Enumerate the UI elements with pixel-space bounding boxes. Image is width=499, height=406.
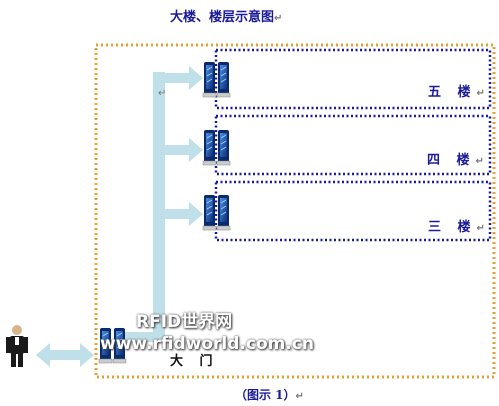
paragraph-mark: ↵ (475, 156, 490, 167)
path-trunk (153, 72, 165, 342)
path-bottom (118, 332, 165, 342)
entrance-arrow (36, 343, 94, 367)
floor-label-4: 四 楼↵ (427, 149, 490, 168)
floor-label-5: 五 楼↵ (428, 81, 491, 100)
figure-caption-text: （图示 1） (235, 388, 296, 402)
paragraph-mark: ↵ (158, 88, 167, 99)
watermark-line-2: www.rfidworld.com.cn (100, 334, 314, 354)
arrow-to-floor-3 (165, 202, 203, 226)
arrow-to-floor-4 (165, 138, 203, 162)
entrance-label: 大 门 (170, 350, 219, 369)
floor-label-5-text: 五 楼 (428, 85, 477, 100)
paragraph-mark: ↵ (476, 88, 491, 99)
diagram-title: 大楼、楼层示意图↵ (170, 6, 282, 25)
paragraph-mark: ↵ (274, 13, 283, 24)
watermark-line-1: RFID世界网 (136, 312, 233, 332)
figure-caption: （图示 1）↵ (235, 386, 304, 403)
floor-zone-5 (214, 48, 492, 110)
entrance-label-text: 大 门 (170, 354, 219, 369)
floor-label-4-text: 四 楼 (427, 153, 476, 168)
diagram-title-text: 大楼、楼层示意图 (170, 10, 275, 25)
arrow-to-floor-5 (165, 66, 203, 90)
floor-label-3-text: 三 楼 (428, 220, 477, 235)
paragraph-mark: ↵ (476, 223, 491, 234)
paragraph-mark: ↵ (295, 391, 304, 402)
floor-label-3: 三 楼↵ (428, 216, 491, 235)
floor-zone-4 (214, 114, 492, 176)
floor-zone-3 (214, 180, 492, 242)
person-figure (6, 325, 28, 367)
